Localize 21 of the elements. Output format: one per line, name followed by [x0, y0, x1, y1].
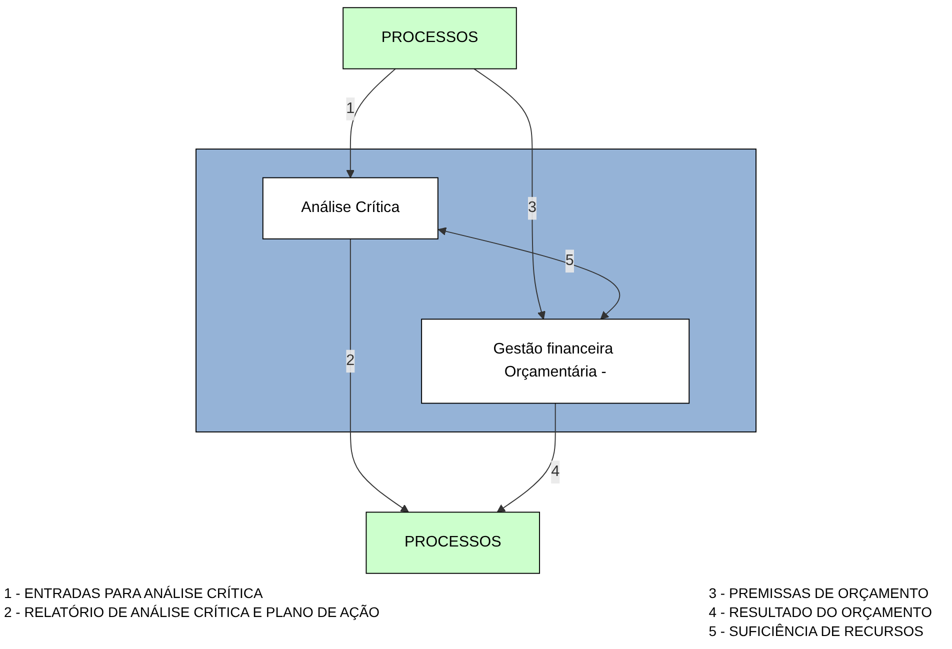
arrow: [346, 68, 396, 178]
edge-label: 2: [346, 352, 355, 369]
legend-note: 2 - RELATÓRIO DE ANÁLISE CRÍTICA E PLANO DE AÇÃO: [4, 604, 380, 620]
node-box: [262, 177, 438, 240]
arrow: [438, 227, 620, 320]
arrow: [474, 68, 546, 320]
edge-label: 1: [346, 100, 355, 117]
arrow: [496, 402, 556, 513]
node-box: [342, 7, 517, 70]
edge-label: 4: [551, 463, 560, 480]
node-box: [366, 512, 540, 574]
edge-label: 5: [565, 252, 574, 269]
legend-note: 1 - ENTRADAS PARA ANÁLISE CRÍTICA: [4, 585, 264, 601]
arrow: [350, 238, 409, 513]
cluster: [196, 148, 756, 432]
legend-note: 3 - PREMISSAS DE ORÇAMENTO: [708, 585, 930, 601]
flowchart: 1 3 5 2 4 PROCESSOS Análise Crítica Gestão financeira Orçamentária - PROCESSOS: [174, 0, 778, 581]
node-box: [421, 318, 690, 404]
edge-label: 3: [528, 200, 536, 216]
legend-note: 5 - SUFICIÊNCIA DE RECURSOS: [708, 623, 924, 639]
legend-note: 4 - RESULTADO DO ORÇAMENTO: [708, 604, 932, 620]
